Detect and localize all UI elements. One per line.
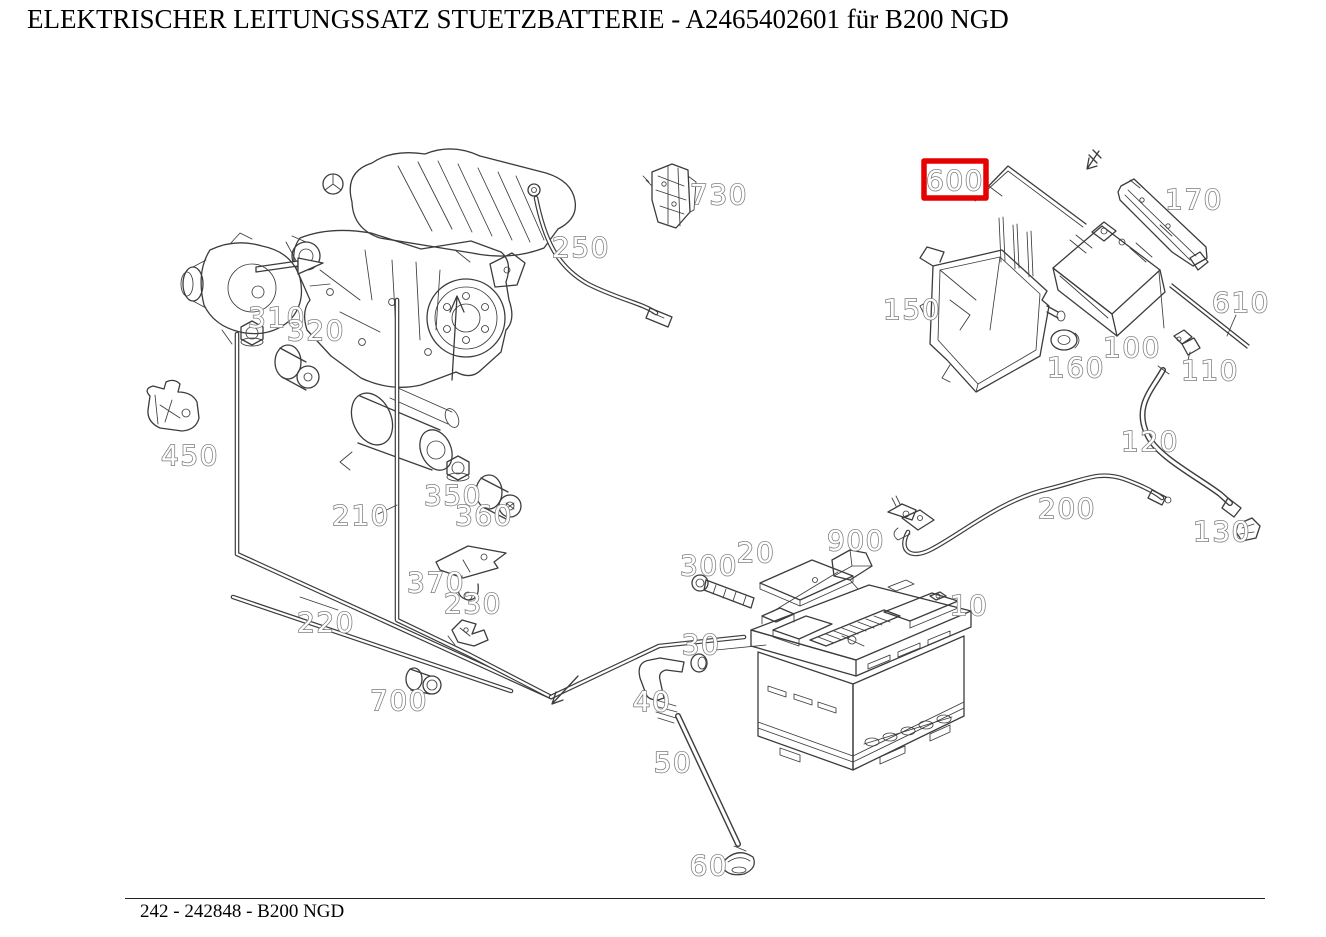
part-label-20[interactable]: 20 [736,535,776,570]
grommet-130-drawing [1235,517,1261,542]
footer-text: 242 - 242848 - B200 NGD [140,901,345,922]
elbow-fitting-40-drawing [638,657,685,724]
bracket-370-drawing [435,545,507,601]
part-label-40[interactable]: 40 [632,684,672,719]
support-battery-100-drawing [1052,221,1166,337]
label-leader-lines [299,271,1165,611]
part-label-450[interactable]: 450 [160,438,219,473]
part-label-10[interactable]: 10 [949,588,989,623]
battery-cable-200-drawing [902,473,1172,557]
wiring-harness-600-drawing [974,165,1087,278]
part-label-350[interactable]: 350 [423,478,482,513]
connector-110-drawing [1173,329,1201,361]
clip-230-drawing [447,619,489,647]
bracket-450-drawing [146,379,200,432]
part-label-320[interactable]: 320 [286,313,345,348]
terminal-clamp-drawing [887,495,935,541]
part-label-210[interactable]: 210 [331,498,390,533]
highlight-box-600 [921,158,989,201]
part-label-layer: 10 20 30 40 50 60 100 110 120 130 150 160 170 200 210 2… [160,158,1270,883]
part-label-30[interactable]: 30 [681,627,721,662]
bushing-700-drawing [405,667,442,695]
part-label-200[interactable]: 200 [1037,491,1096,526]
part-label-170[interactable]: 170 [1164,182,1223,217]
part-label-360[interactable]: 360 [454,498,513,533]
ground-strap-250-drawing [527,183,673,328]
cable-harness-210-220-drawing [230,297,747,700]
part-label-130[interactable]: 130 [1192,514,1251,549]
hose-120-drawing [1139,365,1242,518]
harness-direction-arrow-icon [1086,149,1102,170]
bolt-300-drawing [691,574,755,609]
part-label-600[interactable]: 600 [925,163,984,198]
cover-20-drawing [759,559,859,607]
flywheel-arrow-icon [449,295,465,381]
footer-divider [125,898,1265,899]
part-label-300[interactable]: 300 [679,548,738,583]
part-label-220[interactable]: 220 [296,605,355,640]
starter-motor-drawing [339,387,460,471]
part-label-150[interactable]: 150 [882,292,941,327]
part-label-900[interactable]: 900 [826,523,885,558]
rod-610-drawing [1169,283,1250,349]
mount-parts-310-320-drawing [240,320,320,391]
nut-30-drawing [690,644,767,673]
mount-parts-350-360-drawing [446,455,522,521]
cable-direction-arrow-icon [551,675,579,705]
part-label-310[interactable]: 310 [247,300,306,335]
battery-tray-150-drawing [919,246,1066,393]
cap-60-drawing [722,852,755,876]
grommet-160-drawing [1050,329,1080,351]
module-730-drawing [642,163,697,229]
part-label-50[interactable]: 50 [653,745,693,780]
part-label-730[interactable]: 730 [689,177,748,212]
part-label-370[interactable]: 370 [406,565,465,600]
part-label-230[interactable]: 230 [443,586,502,621]
part-label-160[interactable]: 160 [1046,350,1105,385]
part-label-60[interactable]: 60 [689,848,729,883]
part-label-610[interactable]: 610 [1211,285,1270,320]
tube-50-drawing [675,713,747,852]
part-label-110[interactable]: 110 [1180,353,1239,388]
part-label-700[interactable]: 700 [369,683,428,718]
engine-assembly-drawing [285,148,577,388]
part-label-120[interactable]: 120 [1120,424,1179,459]
part-label-100[interactable]: 100 [1102,330,1161,365]
rail-bracket-170-drawing [1117,178,1209,271]
part-label-250[interactable]: 250 [551,230,610,265]
page-title: ELEKTRISCHER LEITUNGSSATZ STUETZBATTERIE… [27,4,1009,34]
alternator-drawing [180,232,303,345]
terminal-arrow-900-icon [771,549,873,613]
battery-10-drawing [750,579,972,771]
